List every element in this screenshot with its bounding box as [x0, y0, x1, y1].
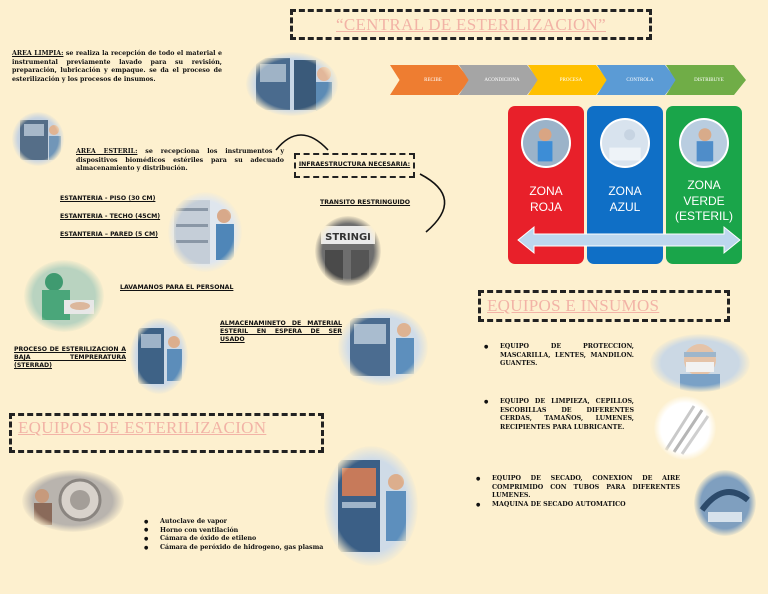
svg-text:STRINGI: STRINGI	[325, 232, 371, 243]
big-sterilizer-photo	[324, 446, 418, 566]
connector-arcs	[275, 134, 446, 233]
equipos-insumos-title: EQUIPOS E INSUMOS	[487, 296, 660, 315]
area-limpia-heading: AREA LIMPIA:	[12, 50, 64, 57]
insumos-list-3: EQUIPO DE SECADO, CONEXION DE AIRE COMPR…	[476, 475, 680, 510]
zone-verde-label: ZONA VERDE (ESTERIL)	[674, 178, 733, 224]
flow-step-acondiciona: ACONDICIONA	[459, 65, 539, 95]
storage-machine-photo	[338, 308, 428, 386]
insumo-item-proteccion: EQUIPO DE PROTECCION, MASCARILLA, LENTES…	[484, 343, 634, 369]
area-esteril-text: AREA ESTERIL: se recepciona los instrume…	[76, 148, 284, 174]
esterilizacion-list: Autoclave de vapor Horno con ventilación…	[144, 518, 344, 553]
infraestructura-box: INFRAESTRUCTURA NECESARIA:	[294, 153, 415, 178]
zone-azul-label: ZONA AZUL	[608, 184, 642, 214]
area-esteril-heading: AREA ESTERIL:	[76, 148, 138, 155]
infraestructura-label: INFRAESTRUCTURA NECESARIA:	[298, 161, 411, 169]
zone-verde-photo	[679, 118, 729, 168]
autoclave-photo	[22, 470, 124, 532]
area-limpia-text: AREA LIMPIA: se realiza la recepción de …	[12, 50, 222, 84]
insumo-item-secado: EQUIPO DE SECADO, CONEXION DE AIRE COMPR…	[476, 475, 680, 501]
drying-equipment-photo	[694, 470, 756, 536]
area-limpia-body: se realiza la recepción de todo el mater…	[12, 50, 222, 83]
page-title: “CENTRAL DE ESTERILIZACION”	[336, 14, 606, 34]
sterilizer-photo-top	[246, 52, 338, 116]
flow-step-controla: CONTROLA	[597, 65, 677, 95]
title-box: “CENTRAL DE ESTERILIZACION”	[290, 9, 652, 40]
flow-step-recibe: RECIBE	[390, 65, 470, 95]
proceso-baja-label: PROCESO DE ESTERILIZACION A BAJA TEMPRER…	[14, 346, 126, 370]
cleaning-brushes-photo	[654, 396, 716, 460]
estanteria-piso-label: ESTANTERIA - PISO (30 CM)	[60, 195, 156, 202]
area-esteril-body: se recepciona los instrumentos y disposi…	[76, 148, 284, 172]
insumo-item-maquina-secado: MAQUINA DE SECADO AUTOMATICO	[476, 501, 680, 510]
insumos-list-1: EQUIPO DE PROTECCION, MASCARILLA, LENTES…	[484, 343, 634, 369]
esterilizacion-item-autoclave: Autoclave de vapor	[144, 518, 344, 527]
equipos-insumos-box: EQUIPOS E INSUMOS	[478, 290, 730, 322]
equipos-esterilizacion-title: EQUIPOS DE ESTERILIZACION	[18, 418, 267, 437]
zones-double-arrow	[517, 225, 741, 255]
sterrad-photo	[130, 318, 188, 394]
zone-roja-photo	[521, 118, 571, 168]
protection-equipment-photo	[650, 334, 750, 392]
flow-step-procesa: PROCESA	[528, 65, 608, 95]
shelves-photo	[168, 192, 242, 272]
estanteria-techo-label: ESTANTERIA - TECHO (45CM)	[60, 213, 161, 220]
zone-azul-photo	[600, 118, 650, 168]
estanteria-pared-label: ESTANTERIA – PARED (5 CM)	[60, 231, 158, 238]
insumos-list-2: EQUIPO DE LIMPIEZA, CEPILLOS, ESCOBILLAS…	[484, 398, 634, 433]
handwashing-photo	[24, 260, 104, 332]
equipos-esterilizacion-box: EQUIPOS DE ESTERILIZACION	[9, 413, 324, 453]
zone-roja-label: ZONA ROJA	[529, 184, 563, 214]
esterilizacion-item-oxido: Cámara de óxido de etileno	[144, 535, 344, 544]
lavamanos-label: LAVAMANOS PARA EL PERSONAL	[120, 284, 234, 291]
almacenamiento-label: ALMACENAMINETO DE MATERIAL ESTERIL EN ES…	[220, 320, 342, 344]
esterilizacion-item-horno: Horno con ventilación	[144, 527, 344, 536]
esteril-machine-photo	[12, 112, 64, 166]
esterilizacion-item-peroxido: Cámara de peróxido de hidrogeno, gas pla…	[144, 544, 344, 553]
insumo-item-limpieza: EQUIPO DE LIMPIEZA, CEPILLOS, ESCOBILLAS…	[484, 398, 634, 433]
flow-step-distribuye: DISTRIBUYE	[666, 65, 746, 95]
restricted-sign-photo: STRINGI	[315, 216, 381, 286]
transito-label: TRANSITO RESTRINGUIDO	[320, 199, 411, 206]
